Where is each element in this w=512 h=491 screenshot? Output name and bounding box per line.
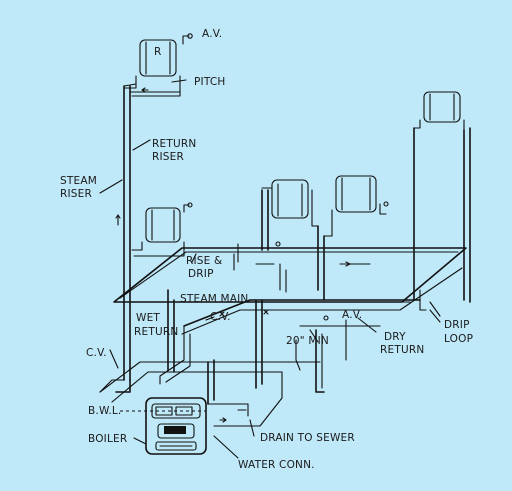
radiator-middle-1 (261, 179, 319, 251)
label-steam-riser-1: STEAM (60, 175, 97, 187)
water-conn-leader (213, 435, 239, 459)
radiator-top-left (135, 33, 193, 83)
label-wet-return-2: RETURN (134, 326, 178, 338)
return-riser-leader (132, 139, 151, 151)
drain-leader (249, 419, 255, 437)
label-cv-left: C.V. (86, 347, 107, 359)
label-return-riser-2: RISER (152, 151, 184, 163)
label-av-top: A.V. (202, 28, 222, 40)
label-drip-loop-1: DRIP (444, 319, 470, 331)
label-wet-return-1: WET (136, 312, 160, 324)
pitch-arrow (141, 87, 149, 93)
label-rise-drip-2: DRIP (188, 268, 214, 280)
label-boiler: BOILER (88, 433, 127, 445)
label-radiator-r: R (154, 46, 162, 58)
label-water-conn: WATER CONN. (238, 459, 315, 471)
label-drip-loop-2: LOOP (444, 333, 473, 345)
label-dry-return-1: DRY (384, 331, 406, 343)
radiator-right (413, 91, 465, 131)
label-steam-main: STEAM MAIN (180, 293, 249, 305)
label-20-min: 20" MIN (286, 335, 329, 347)
steam-riser-leader (99, 179, 123, 194)
label-drain-to-sewer: DRAIN TO SEWER (260, 432, 355, 444)
label-bwl: B.W.L. (88, 405, 121, 417)
label-dry-return-2: RETURN (380, 344, 424, 356)
label-steam-riser-2: RISER (60, 188, 92, 200)
boiler (145, 397, 207, 455)
dry-return (181, 267, 463, 335)
radiator-middle-2 (323, 175, 389, 237)
label-cv-mid: C.V. (210, 311, 231, 323)
label-av-mid: A.V. (342, 309, 362, 321)
boiler-leader (133, 437, 147, 445)
label-return-riser-1: RETURN (152, 138, 196, 150)
radiator-left-lower (131, 202, 193, 257)
steam-main (113, 247, 467, 303)
label-rise-drip-1: RISE & (186, 255, 222, 267)
label-pitch: PITCH (194, 76, 225, 88)
